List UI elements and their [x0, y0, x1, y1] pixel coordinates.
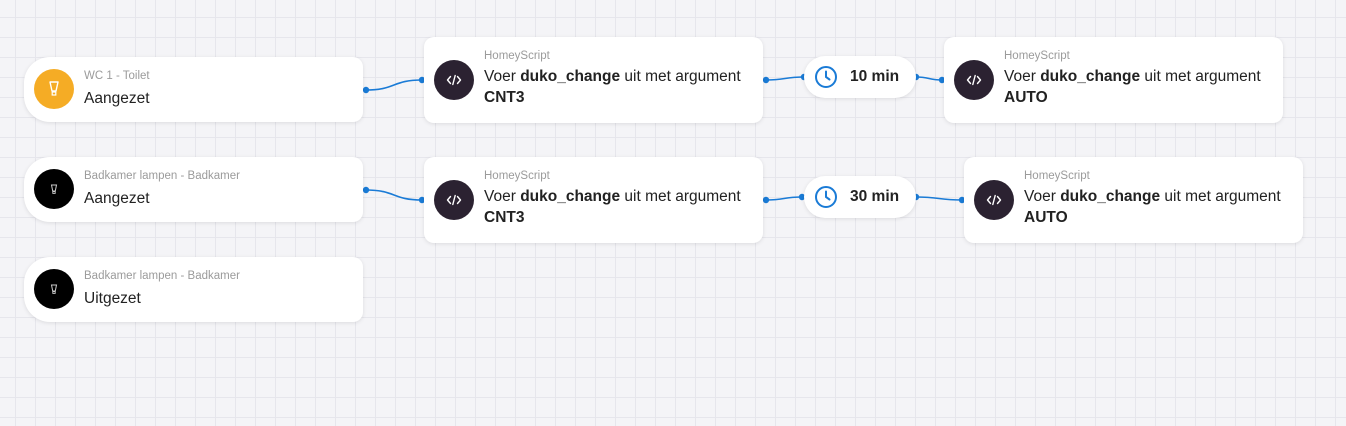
wire-trigger2-action3	[365, 189, 423, 201]
trigger-card-wc1[interactable]: WC 1 - Toilet Aangezet	[24, 57, 363, 122]
trigger-event: Uitgezet	[84, 290, 141, 307]
script-name: duko_change	[1060, 188, 1161, 205]
code-icon	[434, 180, 474, 220]
action-card-homeyscript[interactable]: HomeyScript Voer duko_change uit met arg…	[424, 37, 763, 123]
action-argument: CNT3	[484, 209, 525, 226]
output-port	[762, 76, 770, 84]
action-argument: CNT3	[484, 89, 525, 106]
wire-delay1-action2	[915, 76, 943, 81]
trigger-event: Aangezet	[84, 90, 150, 107]
trigger-device-name: WC 1 - Toilet	[84, 70, 150, 82]
action-description: Voer duko_change uit met argument	[1024, 188, 1281, 205]
output-port	[362, 86, 370, 94]
code-icon	[434, 60, 474, 100]
code-icon	[954, 60, 994, 100]
script-name: duko_change	[520, 68, 621, 85]
delay-duration: 30 min	[850, 188, 900, 205]
light-bulb-icon	[34, 69, 74, 109]
code-icon	[974, 180, 1014, 220]
input-port	[958, 196, 966, 204]
delay-node[interactable]: 30 min	[804, 176, 916, 218]
trigger-card-badkamer-on[interactable]: Badkamer lampen - Badkamer Aangezet	[24, 157, 363, 222]
action-app-name: HomeyScript	[484, 170, 550, 182]
action-argument: AUTO	[1024, 209, 1068, 226]
wire-trigger1-action1	[365, 79, 423, 91]
input-port	[418, 196, 426, 204]
output-port	[362, 186, 370, 194]
action-description: Voer duko_change uit met argument	[1004, 68, 1261, 85]
delay-node[interactable]: 10 min	[804, 56, 916, 98]
delay-duration: 10 min	[850, 68, 900, 85]
action-card-homeyscript[interactable]: HomeyScript Voer duko_change uit met arg…	[944, 37, 1283, 123]
action-card-homeyscript[interactable]: HomeyScript Voer duko_change uit met arg…	[424, 157, 763, 243]
action-app-name: HomeyScript	[1004, 50, 1070, 62]
trigger-device-name: Badkamer lampen - Badkamer	[84, 270, 240, 282]
clock-icon	[815, 186, 837, 208]
action-description: Voer duko_change uit met argument	[484, 68, 741, 85]
wire-action1-delay1	[765, 76, 805, 81]
trigger-card-badkamer-off[interactable]: Badkamer lampen - Badkamer Uitgezet	[24, 257, 363, 322]
action-app-name: HomeyScript	[1024, 170, 1090, 182]
light-bulb-icon	[34, 169, 74, 209]
action-card-homeyscript[interactable]: HomeyScript Voer duko_change uit met arg…	[964, 157, 1303, 243]
action-argument: AUTO	[1004, 89, 1048, 106]
action-app-name: HomeyScript	[484, 50, 550, 62]
clock-icon	[815, 66, 837, 88]
trigger-event: Aangezet	[84, 190, 150, 207]
output-port	[762, 196, 770, 204]
input-port	[938, 76, 946, 84]
wire-action3-delay2	[765, 196, 803, 201]
trigger-device-name: Badkamer lampen - Badkamer	[84, 170, 240, 182]
light-bulb-icon	[34, 269, 74, 309]
script-name: duko_change	[1040, 68, 1141, 85]
action-description: Voer duko_change uit met argument	[484, 188, 741, 205]
wire-delay2-action4	[915, 196, 963, 201]
input-port	[418, 76, 426, 84]
input-port	[798, 193, 806, 201]
script-name: duko_change	[520, 188, 621, 205]
